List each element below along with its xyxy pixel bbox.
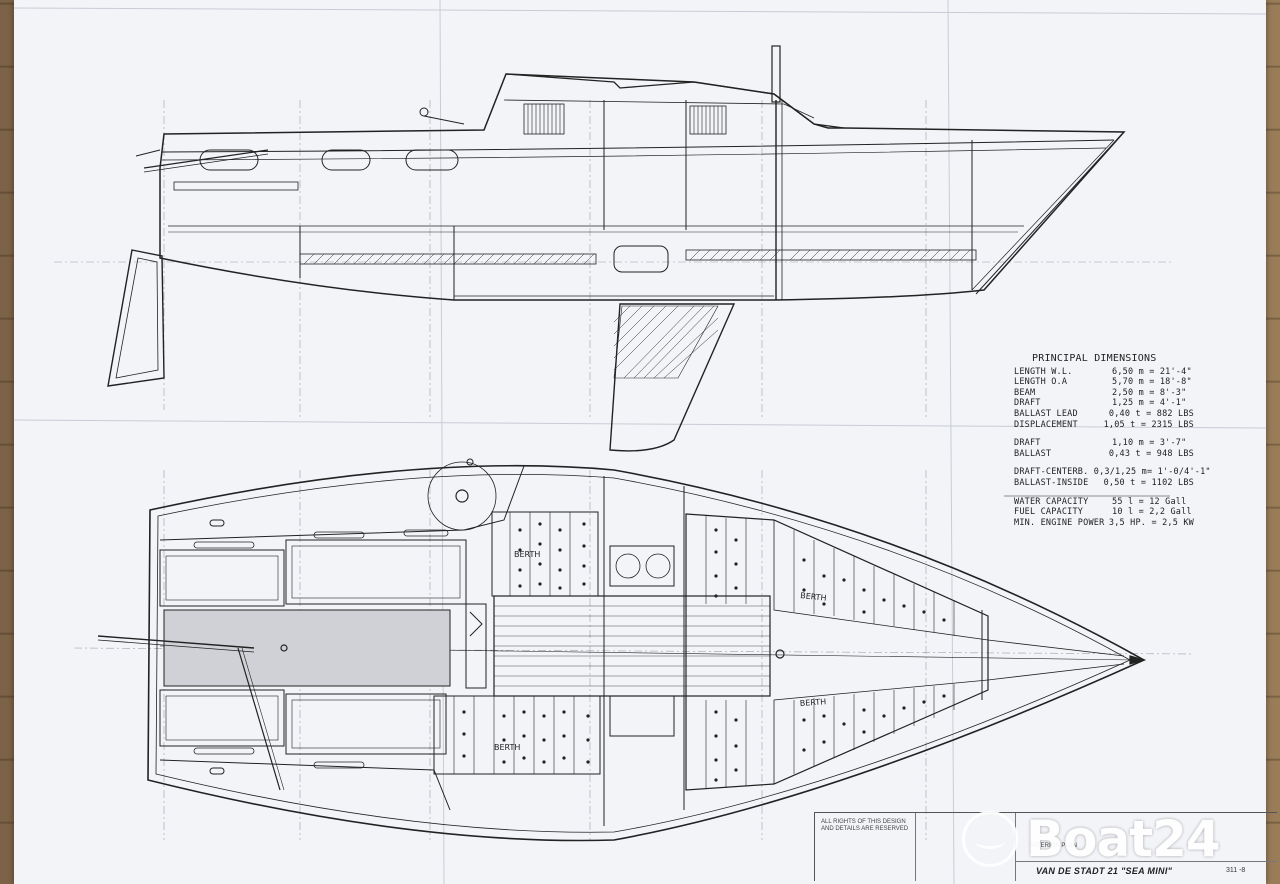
rudder — [107, 249, 165, 387]
winch — [427, 461, 497, 531]
boat24-logo-icon — [962, 811, 1018, 867]
designer-name: VAN DE STADT 21 "SEA MINI" — [1036, 866, 1173, 876]
aft-berth-port — [491, 511, 599, 597]
principal-dimensions: PRINCIPAL DIMENSIONS LENGTH W.L.6,50 m =… — [1014, 353, 1211, 528]
rights-notice: ALL RIGHTS OF THIS DESIGN AND DETAILS AR… — [821, 819, 909, 832]
berth-label-fwd-port: BERTH — [800, 591, 827, 603]
berth-label-aft-stb: BERTH — [494, 743, 520, 752]
side-profile — [107, 45, 1126, 452]
cockpit-seat-port — [159, 549, 285, 607]
fold-lines — [14, 0, 1266, 884]
berth-strip — [299, 253, 597, 265]
dim-row: DRAFT-CENTERB. 0,3/1,25 m= 1'-0/4'-1" — [1014, 467, 1211, 478]
hatch-fwd — [689, 105, 727, 135]
sheet-number: 311 -8 — [1226, 867, 1246, 874]
boat-plan-drawing: BERTH BERTH BERTH BERTH — [14, 0, 1266, 884]
watermark-text: Boat24 — [1026, 810, 1221, 868]
portlight-3 — [405, 149, 459, 171]
drawing-title: INTERIOR PLAN — [1031, 843, 1078, 849]
cabin-top — [505, 73, 845, 129]
portlight-2 — [321, 149, 371, 171]
principal-dimensions-title: PRINCIPAL DIMENSIONS — [1032, 353, 1157, 364]
galley-sink — [609, 695, 675, 737]
dim-row: LENGTH W.L.6,50 m = 21'-4" — [1014, 366, 1192, 377]
blueprint-sheet: BERTH BERTH BERTH BERTH PRINCIPAL DIMENS… — [14, 0, 1277, 884]
hull-outline — [159, 73, 1126, 301]
berth-label-aft-port: BERTH — [514, 550, 540, 559]
plan-view: BERTH BERTH BERTH BERTH — [97, 458, 1147, 842]
aft-berth-stb — [433, 695, 601, 775]
berth-label-fwd-stb: BERTH — [800, 697, 827, 708]
cockpit-seat-stb — [159, 689, 285, 747]
mast-step — [775, 649, 785, 659]
boat24-watermark: Boat24 — [962, 806, 1221, 872]
keel-fin — [609, 303, 736, 452]
cushion-dots — [462, 522, 946, 782]
cockpit-sole — [163, 609, 451, 687]
galley-stove — [609, 545, 675, 587]
cushion-stripes — [453, 512, 955, 788]
